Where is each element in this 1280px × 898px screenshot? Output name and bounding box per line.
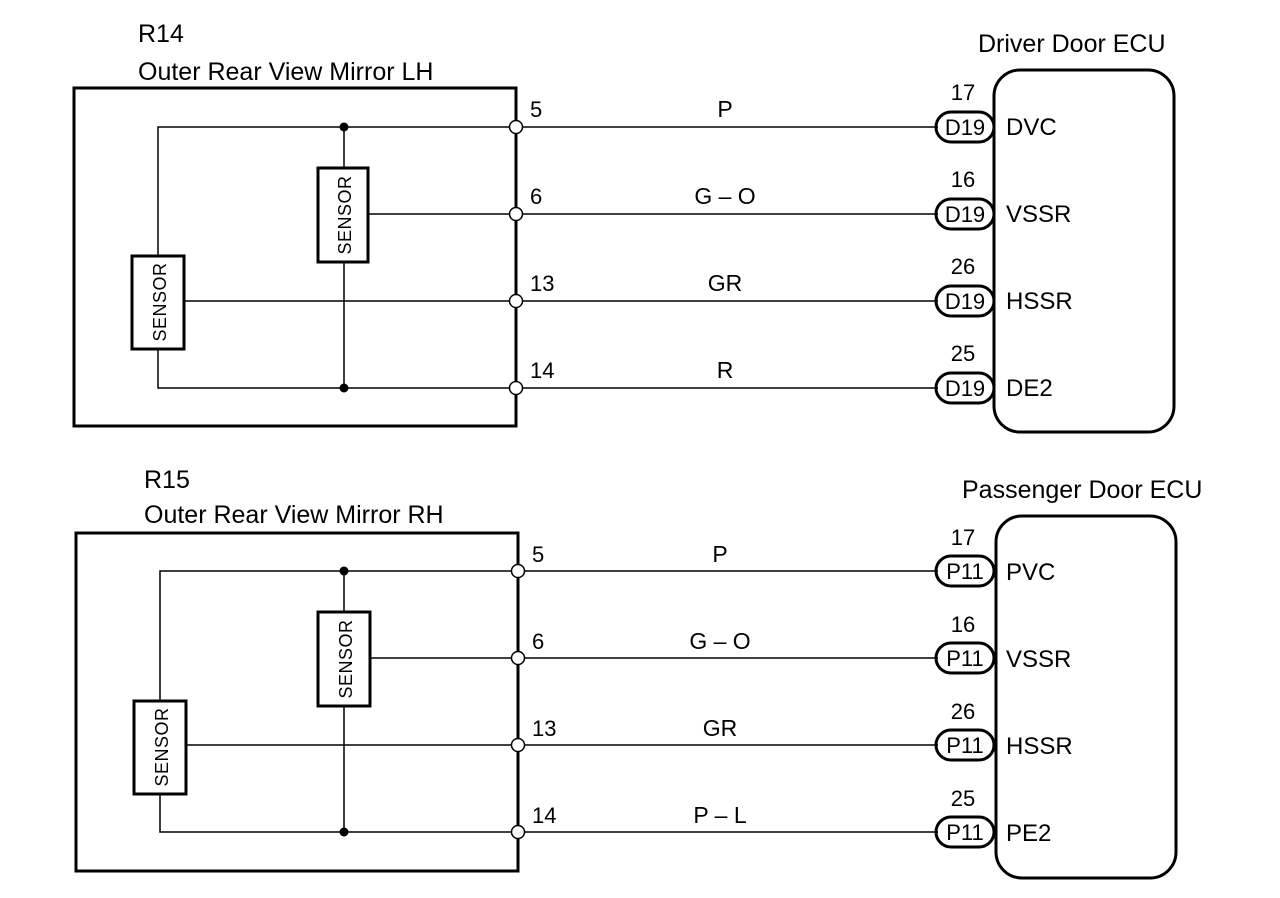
mirror-code-rh: R15 (144, 466, 190, 494)
connector-code: D19 (945, 202, 985, 227)
sensor-lower-lh (130, 254, 186, 351)
connector-code: P11 (946, 733, 984, 758)
ecu-signal: HSSR (1006, 733, 1073, 760)
mirror-pin: 14 (530, 358, 554, 383)
connector-pill (934, 110, 996, 144)
connector-pill (934, 641, 996, 675)
mirror-pin: 13 (530, 271, 554, 296)
circuit-rh: R15 Outer Rear View Mirror RH Passenger … (74, 466, 1202, 880)
ecu-name-driver: Driver Door ECU (978, 30, 1166, 58)
terminal (508, 293, 524, 309)
ecu-signal: VSSR (1006, 646, 1071, 673)
sensor-label: SENSOR (336, 619, 356, 698)
wire-color: P (712, 541, 727, 567)
sensor-upper-rh (316, 610, 372, 708)
connector-pill (934, 371, 996, 405)
ecu-pin: 17 (951, 80, 975, 105)
terminal (510, 650, 526, 666)
sensor-lower-rh (132, 699, 188, 796)
mirror-pin: 6 (532, 629, 544, 654)
terminal (510, 824, 526, 840)
mirror-pin: 5 (530, 97, 542, 122)
ecu-box-driver (992, 68, 1176, 434)
wire-color: G – O (689, 628, 750, 654)
terminal (508, 119, 524, 135)
internal-wire-lh (157, 349, 516, 389)
ecu-name-passenger: Passenger Door ECU (962, 476, 1202, 504)
wire-color: R (717, 357, 734, 383)
junction-dot (339, 383, 349, 393)
mirror-pin: 5 (532, 542, 544, 567)
ecu-signal: DVC (1006, 114, 1057, 141)
connector-code: P11 (946, 820, 984, 845)
sensor-label: SENSOR (335, 175, 355, 254)
ecu-pin: 25 (951, 341, 975, 366)
ecu-signal: PVC (1006, 559, 1055, 586)
wire-color: P (717, 96, 732, 122)
connector-pill (934, 728, 996, 762)
connector-pill (934, 815, 996, 849)
ecu-signal: DE2 (1006, 375, 1053, 402)
sensor-label: SENSOR (152, 707, 172, 786)
connector-pill (934, 554, 996, 588)
internal-wire-rh (159, 570, 518, 701)
mirror-pin: 14 (532, 803, 556, 828)
connector-pill (934, 197, 996, 231)
internal-wire-lh (157, 126, 516, 256)
circuit-lh: R14 Outer Rear View Mirror LH Driver Doo… (72, 20, 1176, 434)
ecu-box-passenger (994, 514, 1178, 880)
mirror-pin: 6 (530, 184, 542, 209)
connector-code: D19 (945, 289, 985, 314)
mirror-code-lh: R14 (138, 20, 184, 48)
ecu-signal: PE2 (1006, 820, 1051, 847)
mirror-pin: 13 (532, 716, 556, 741)
connector-code: P11 (946, 646, 984, 671)
ecu-pin: 16 (951, 167, 975, 192)
ecu-pin: 26 (951, 699, 975, 724)
connector-code: D19 (945, 376, 985, 401)
terminal (508, 380, 524, 396)
junction-dot (339, 122, 349, 132)
wire-color: G – O (694, 183, 755, 209)
wire-color: P – L (693, 802, 746, 828)
sensor-label: SENSOR (150, 262, 170, 341)
internal-wire-rh (159, 794, 518, 833)
connector-code: P11 (946, 559, 984, 584)
wire-color: GR (708, 270, 743, 296)
connector-pill (934, 284, 996, 318)
sensor-upper-lh (316, 166, 370, 264)
ecu-signal: HSSR (1006, 288, 1073, 315)
terminal (508, 206, 524, 222)
junction-dot (339, 566, 349, 576)
wire-color: GR (703, 715, 738, 741)
terminal (510, 737, 526, 753)
junction-dot (339, 827, 349, 837)
connector-code: D19 (945, 115, 985, 140)
ecu-pin: 26 (951, 254, 975, 279)
mirror-name-lh: Outer Rear View Mirror LH (138, 58, 433, 86)
ecu-pin: 16 (951, 612, 975, 637)
ecu-signal: VSSR (1006, 201, 1071, 228)
ecu-pin: 17 (951, 525, 975, 550)
mirror-name-rh: Outer Rear View Mirror RH (144, 501, 444, 529)
ecu-pin: 25 (951, 786, 975, 811)
terminal (510, 563, 526, 579)
